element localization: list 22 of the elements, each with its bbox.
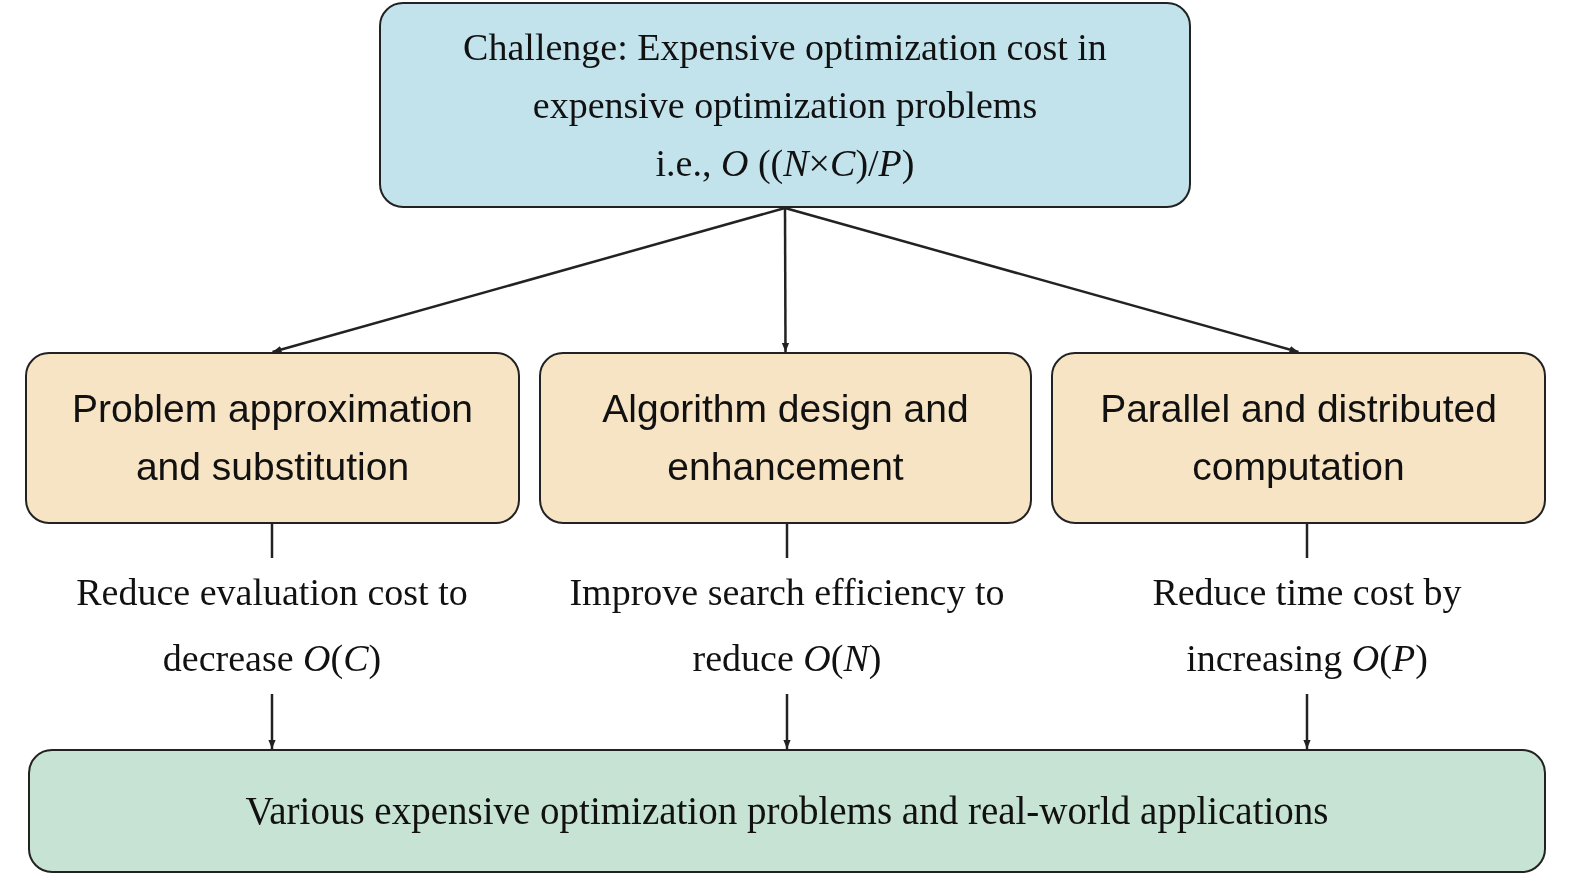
arrow [268, 694, 276, 749]
effect-text: Reduce time cost by increasing O(P) [1151, 570, 1463, 681]
application-box [28, 749, 1546, 873]
arrow [781, 208, 790, 352]
arrow [783, 694, 791, 749]
formula-text: i.e., O ((N×C)/P) [655, 141, 915, 186]
box-label: Algorithm design and enhancement [601, 386, 970, 490]
connector-line [1305, 524, 1309, 558]
box-label: Various expensive optimization problems and real-world applications [245, 788, 1329, 835]
arrow [272, 206, 786, 354]
box-label: Problem approximation and substitution [71, 386, 474, 490]
effect-text: Improve search efficiency to reduce O(N) [568, 570, 1006, 681]
box-label: Parallel and distributed computation [1099, 386, 1498, 490]
challenge-box [379, 2, 1191, 208]
connector-line [785, 524, 789, 558]
arrow [1303, 694, 1311, 749]
effect-text: Reduce evaluation cost to decrease O(C) [75, 570, 469, 681]
arrow [784, 206, 1299, 354]
approach-box [25, 352, 520, 524]
connector-line [270, 524, 274, 558]
approach-box [539, 352, 1032, 524]
approach-box [1051, 352, 1546, 524]
